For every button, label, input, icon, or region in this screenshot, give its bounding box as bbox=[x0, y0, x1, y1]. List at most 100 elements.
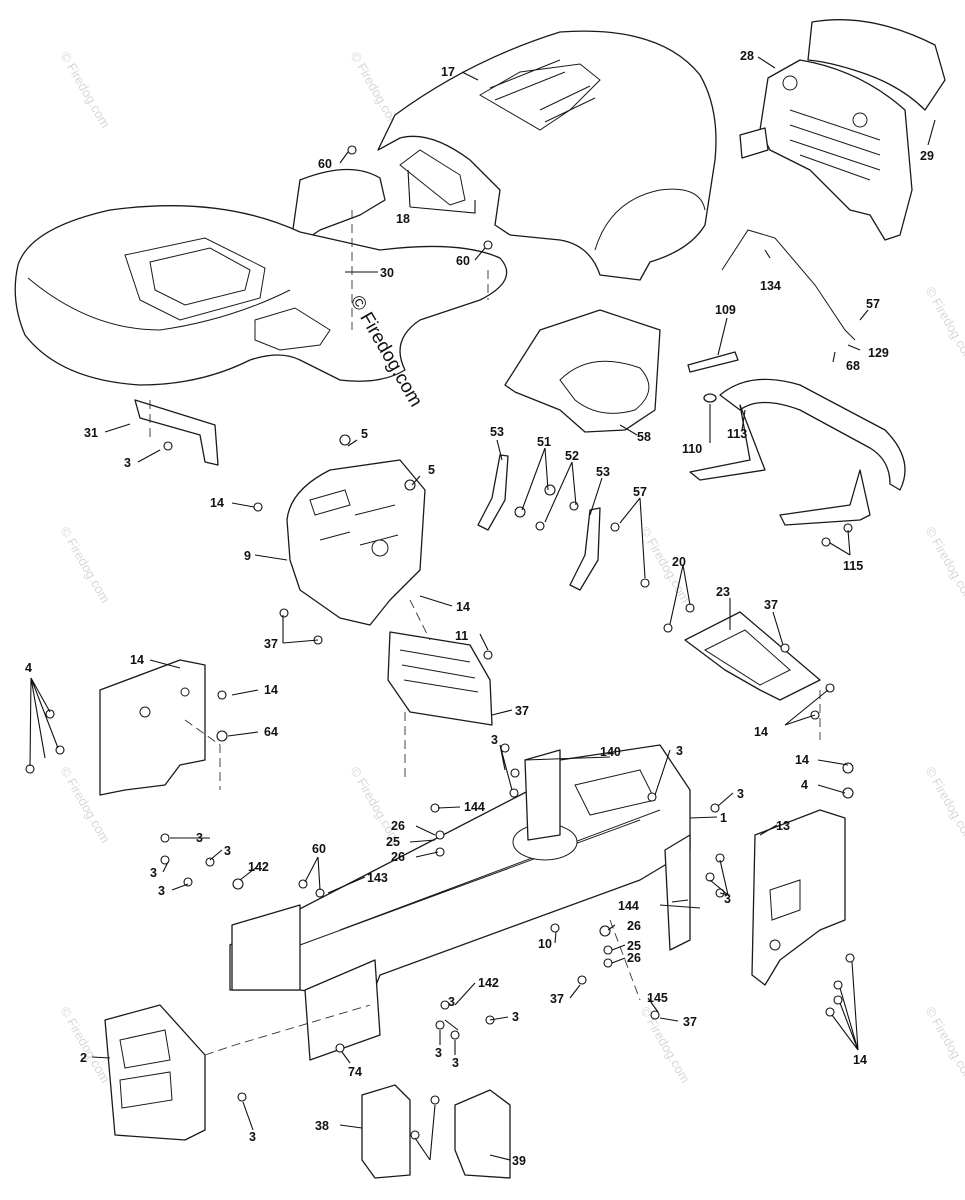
callout-3: 3 bbox=[249, 1130, 256, 1144]
callout-109: 109 bbox=[715, 303, 736, 317]
callout-29: 29 bbox=[920, 149, 934, 163]
callout-3: 3 bbox=[676, 744, 683, 758]
callout-134: 134 bbox=[760, 279, 781, 293]
callout-115: 115 bbox=[843, 559, 863, 573]
callout-28: 28 bbox=[740, 49, 754, 63]
callout-14: 11 bbox=[455, 629, 468, 643]
callout-3: 3 bbox=[150, 866, 157, 880]
callout-25: 25 bbox=[627, 939, 641, 953]
callout-3: 3 bbox=[224, 844, 231, 858]
callout-143: 143 bbox=[367, 871, 388, 885]
callout-31: 31 bbox=[84, 426, 98, 440]
callout-14: 14 bbox=[456, 600, 470, 614]
callout-74: 74 bbox=[348, 1065, 362, 1079]
callout-37: 14 bbox=[754, 725, 768, 739]
callout-37: 37 bbox=[264, 637, 278, 651]
frame-bracket-9 bbox=[286, 459, 426, 626]
faint-watermark: © Firedog.com bbox=[57, 1004, 113, 1086]
callout-39: 39 bbox=[512, 1154, 526, 1168]
grille-part bbox=[739, 19, 946, 241]
faint-watermark: © Firedog.com bbox=[922, 1004, 965, 1086]
callout-9: 9 bbox=[244, 549, 251, 563]
rod-134 bbox=[721, 229, 856, 341]
callout-10: 10 bbox=[538, 937, 552, 951]
main-frame-1 bbox=[229, 744, 691, 1061]
faint-watermark: © Firedog.com bbox=[347, 764, 403, 846]
callout-129: 129 bbox=[868, 346, 889, 360]
callout-3: 3 bbox=[737, 787, 744, 801]
callout-26: 26 bbox=[627, 919, 641, 933]
callout-17: 17 bbox=[441, 65, 455, 79]
hardware bbox=[25, 145, 855, 1140]
plate-2 bbox=[104, 1004, 206, 1141]
faint-watermark: © Firedog.com bbox=[922, 524, 965, 606]
callout-145: 145 bbox=[647, 991, 668, 1005]
callout-60: 60 bbox=[318, 157, 332, 171]
callout-38: 38 bbox=[315, 1119, 329, 1133]
callout-14: 14 bbox=[795, 753, 809, 767]
callout-20: 23 bbox=[716, 585, 730, 599]
callout-142: 142 bbox=[248, 860, 269, 874]
callout-3: 3 bbox=[435, 1046, 442, 1060]
callout-26: 26 bbox=[391, 850, 405, 864]
bumper-bar-part bbox=[689, 378, 906, 526]
callout-58: 58 bbox=[637, 430, 651, 444]
callout-110: 110 bbox=[682, 442, 702, 456]
callout-113: 113 bbox=[727, 427, 747, 441]
faint-watermark: © Firedog.com bbox=[922, 764, 965, 846]
hood-part bbox=[377, 30, 717, 281]
callout-51: 51 bbox=[537, 435, 551, 449]
faint-watermark: © Firedog.com bbox=[57, 524, 113, 606]
callout-3: 3 bbox=[491, 733, 498, 747]
callout-37: 20 bbox=[672, 555, 686, 569]
callout-18: 18 bbox=[396, 212, 410, 226]
callout-13: 13 bbox=[776, 819, 790, 833]
bracket-53-left bbox=[477, 454, 509, 531]
callout-3: 3 bbox=[196, 831, 203, 845]
callout-14: 4 bbox=[25, 661, 32, 675]
callout-53: 53 bbox=[596, 465, 610, 479]
bracket-20 bbox=[684, 611, 821, 701]
cap-110 bbox=[703, 393, 717, 403]
battery-tray-part bbox=[504, 309, 661, 433]
callout-3: 3 bbox=[448, 995, 455, 1009]
plate-38 bbox=[361, 1084, 411, 1179]
plate-64 bbox=[387, 631, 493, 726]
callout-57: 57 bbox=[633, 485, 647, 499]
dash-panel-part bbox=[14, 168, 508, 386]
callout-30: 30 bbox=[380, 266, 394, 280]
callout-144: 144 bbox=[464, 800, 485, 814]
callout-53: 53 bbox=[490, 425, 504, 439]
callout-37: 37 bbox=[683, 1015, 697, 1029]
callout-60: 60 bbox=[456, 254, 470, 268]
callout-1: 1 bbox=[720, 811, 727, 825]
callout-23: 37 bbox=[764, 598, 778, 612]
callout-26: 26 bbox=[627, 951, 641, 965]
callout-144: 144 bbox=[618, 899, 639, 913]
callout-11: 14 bbox=[130, 653, 144, 667]
side-plate-11 bbox=[99, 659, 206, 796]
callout-57: 57 bbox=[866, 297, 880, 311]
side-plate-13 bbox=[751, 809, 846, 986]
callout-25: 25 bbox=[386, 835, 400, 849]
callout-60: 60 bbox=[312, 842, 326, 856]
callout-labels: 17 28 29 60 18 60 30 134 57 129 68 109 5… bbox=[25, 49, 934, 1168]
leader-lines bbox=[29, 56, 936, 1161]
callout-14: 14 bbox=[210, 496, 224, 510]
callout-3: 3 bbox=[124, 456, 131, 470]
plate-39 bbox=[454, 1089, 511, 1179]
callout-3: 3 bbox=[158, 884, 165, 898]
callout-14: 14 bbox=[264, 683, 278, 697]
callout-4: 4 bbox=[801, 778, 808, 792]
callout-68: 68 bbox=[846, 359, 860, 373]
callout-14: 14 bbox=[853, 1053, 867, 1067]
callout-37: 37 bbox=[550, 992, 564, 1006]
callout-3: 3 bbox=[512, 1010, 519, 1024]
callout-26: 26 bbox=[391, 819, 405, 833]
callout-3: 3 bbox=[724, 892, 731, 906]
callout-2: 2 bbox=[80, 1051, 87, 1065]
callout-142: 142 bbox=[478, 976, 499, 990]
bracket-53-right bbox=[569, 507, 601, 591]
callout-5: 5 bbox=[428, 463, 435, 477]
